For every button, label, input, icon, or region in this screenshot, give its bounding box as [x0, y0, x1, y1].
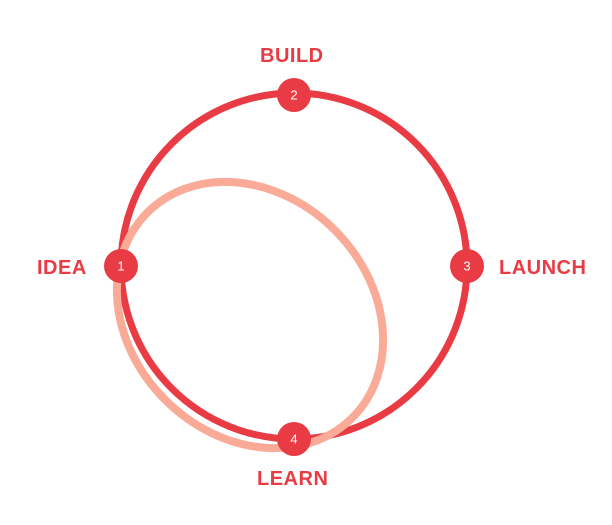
- stage-label-idea: IDEA: [37, 257, 87, 279]
- node-idea: 1: [104, 249, 138, 283]
- node-learn: 4: [277, 422, 311, 456]
- node-idea-marker: [104, 249, 138, 283]
- node-build-number: 2: [290, 88, 297, 103]
- stage-label-learn: LEARN: [257, 468, 329, 490]
- node-build: 2: [277, 78, 311, 112]
- node-idea-number: 1: [117, 259, 124, 274]
- stage-label-launch: LAUNCH: [499, 257, 587, 279]
- cycle-ring: [117, 89, 471, 443]
- stage-label-build: BUILD: [260, 45, 324, 67]
- node-learn-marker: [277, 422, 311, 456]
- node-launch-number: 3: [463, 259, 470, 274]
- node-launch-marker: [450, 249, 484, 283]
- node-learn-number: 4: [290, 432, 297, 447]
- node-launch: 3: [450, 249, 484, 283]
- node-build-marker: [277, 78, 311, 112]
- inner-loop: [112, 177, 388, 453]
